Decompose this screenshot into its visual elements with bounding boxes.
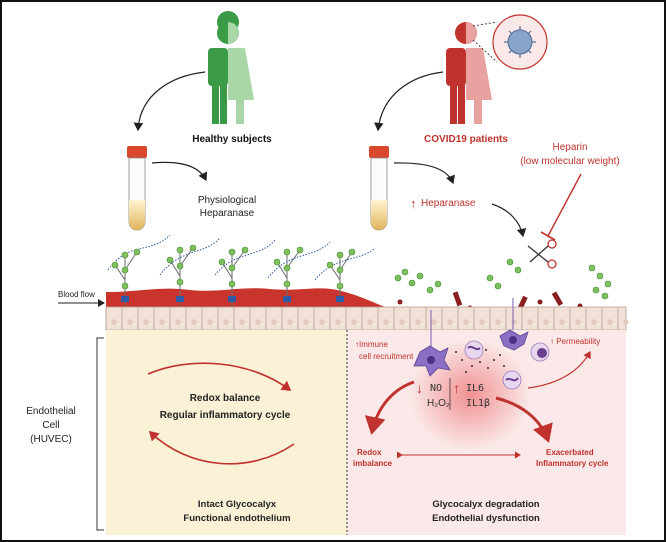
cell-nucleus <box>367 319 373 325</box>
arrow-healthy-to-tube <box>133 71 206 132</box>
right-footer-line1: Glycocalyx degradation <box>432 499 539 510</box>
cell-nucleus <box>271 319 277 325</box>
cell-nucleus <box>287 319 293 325</box>
exacerbated-line2: Inflammatory cycle <box>536 459 609 468</box>
arrow-to-permeability <box>527 350 591 389</box>
cell-nucleus <box>431 319 437 325</box>
blood-flow-label: Blood flow <box>58 290 95 299</box>
cell-nucleus <box>543 319 549 325</box>
cell-nucleus <box>591 319 597 325</box>
cycle-arrow-top <box>147 362 292 391</box>
arrow-healthy-process <box>151 161 208 182</box>
immune-cell-lymphocyte-icon <box>530 342 550 362</box>
cell-nucleus <box>127 319 133 325</box>
glycocalyx-fragments <box>394 258 612 300</box>
endothelial-layer <box>105 306 627 331</box>
cell-nucleus <box>191 319 197 325</box>
right-footer-line2: Endothelial dysfunction <box>432 513 540 524</box>
cycle-arrow-bottom <box>148 430 295 465</box>
no-label: NO <box>430 383 442 394</box>
cell-nucleus <box>351 319 357 325</box>
arrow-covid-process <box>393 162 455 185</box>
cell-nucleus <box>463 319 469 325</box>
cell-nucleus <box>447 319 453 325</box>
cell-nucleus <box>143 319 149 325</box>
no-down-arrow: ↓ <box>416 380 423 396</box>
healthy-label: Healthy subjects <box>192 134 272 145</box>
cell-nucleus <box>335 319 341 325</box>
cell-bracket <box>96 337 104 531</box>
cell-nucleus <box>623 319 629 325</box>
cycle-line2: Regular inflammatory cycle <box>160 410 291 421</box>
redox-line2: imbalance <box>353 459 393 468</box>
arrow-to-redox <box>364 380 415 435</box>
covid-label: COVID19 patients <box>424 134 508 145</box>
cell-nucleus <box>303 319 309 325</box>
permeability-label: ↑ Permeability <box>550 337 600 346</box>
glycocalyx-left <box>107 234 376 306</box>
cell-nucleus <box>607 319 613 325</box>
cell-nucleus <box>319 319 325 325</box>
blood-layer <box>106 288 385 307</box>
left-footer-line1: Intact Glycocalyx <box>198 499 277 510</box>
cell-label-line1: Endothelial <box>26 406 75 417</box>
healthy-process-line1: Physiological <box>198 195 256 206</box>
immune-cell-neutrophil-icon <box>464 340 484 360</box>
cell-nucleus <box>575 319 581 325</box>
covid-process-label: Heparanase <box>421 198 476 209</box>
covid-process-arrow: ↑ <box>410 196 417 211</box>
cell-nucleus <box>111 319 117 325</box>
cell-nucleus <box>159 319 165 325</box>
blood-tube-healthy-icon <box>127 146 147 231</box>
blood-tube-covid-icon <box>369 146 389 231</box>
scissors-icon <box>527 239 557 269</box>
cell-label-line2: Cell <box>42 420 59 431</box>
immune-cell-macrophage-icon <box>502 370 522 390</box>
exacerbated-line1: Exacerbated <box>546 448 594 457</box>
h2o2-label: H₂O₂ <box>427 398 450 409</box>
cell-nucleus <box>223 319 229 325</box>
il1b-label: IL1β <box>466 398 490 409</box>
cell-nucleus <box>383 319 389 325</box>
il6-label: IL6 <box>466 383 484 394</box>
cell-nucleus <box>527 319 533 325</box>
cell-nucleus <box>175 319 181 325</box>
cell-nucleus <box>415 319 421 325</box>
immune-recruitment-line1: ↑Immune <box>355 340 388 349</box>
virus-magnifier-icon <box>492 14 548 70</box>
cell-label-line3: (HUVEC) <box>30 434 72 445</box>
left-footer-line2: Functional endothelium <box>183 513 290 524</box>
healthy-process-line2: Heparanase <box>200 208 255 219</box>
redox-line1: Redox <box>357 448 382 457</box>
immune-cell-monocyte-icon <box>499 298 529 351</box>
cell-nucleus <box>399 319 405 325</box>
immune-cell-dendritic-icon <box>413 310 451 377</box>
cell-nucleus <box>495 319 501 325</box>
cell-nucleus <box>479 319 485 325</box>
heparin-line1: Heparin <box>552 142 587 153</box>
cycle-line1: Redox balance <box>190 393 261 404</box>
arrow-to-inflammatory <box>495 396 553 443</box>
heparin-line2: (low molecular weight) <box>520 156 619 167</box>
cell-nucleus <box>239 319 245 325</box>
arrow-to-scissors <box>491 203 527 238</box>
healthy-person-icon <box>208 11 254 124</box>
arrow-covid-to-tube <box>374 71 444 132</box>
cell-nucleus <box>255 319 261 325</box>
cell-nucleus <box>207 319 213 325</box>
heparin-inhibition-line <box>547 173 582 237</box>
endothelial-cell-dividers <box>105 307 629 330</box>
covid-person-icon <box>446 22 492 124</box>
il-up-arrow: ↑ <box>453 380 460 396</box>
cell-nucleus <box>511 319 517 325</box>
immune-recruitment-line2: cell recruitment <box>359 352 414 361</box>
cell-nucleus <box>559 319 565 325</box>
